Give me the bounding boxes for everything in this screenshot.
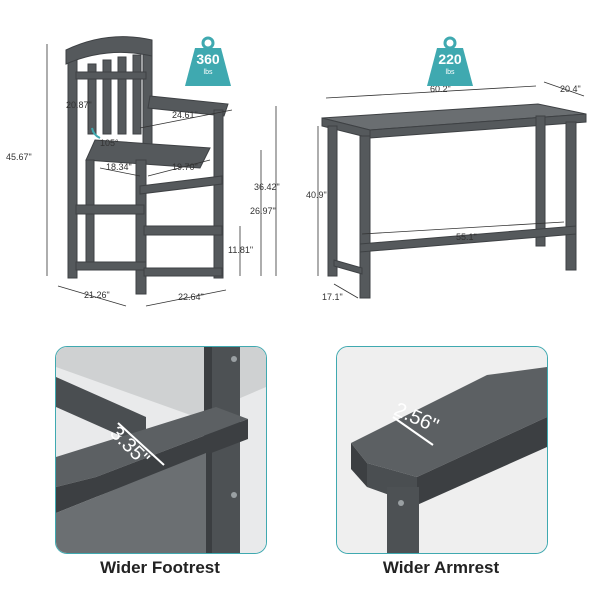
table-drawing	[317, 81, 587, 299]
table-base-depth: 17.1"	[322, 292, 343, 302]
chair-back-height: 20.87"	[66, 100, 92, 110]
chair-weight-unit: lbs	[203, 69, 213, 76]
armrest-closeup	[337, 347, 547, 553]
chair-illustration: 45.67" 20.87" 24.61" 105° 18.34" 19.70" …	[0, 0, 290, 320]
table-height: 40.9"	[306, 190, 327, 200]
table-depth: 20.4"	[560, 84, 581, 94]
table-inner-length: 55.1"	[456, 232, 477, 242]
footrest-closeup	[56, 347, 266, 553]
footrest-detail-panel: 3.35"	[55, 346, 267, 554]
chair-base-depth: 21.26"	[84, 290, 110, 300]
chair-seat-width: 19.70"	[172, 162, 198, 172]
chair-seat-depth: 18.34"	[106, 162, 132, 172]
armrest-detail-panel: 2.56"	[336, 346, 548, 554]
table-weight-value: 220	[438, 51, 462, 67]
weight-icon	[185, 36, 231, 86]
chair-overall-height: 45.67"	[6, 152, 32, 162]
chair-weight-value: 360	[196, 51, 220, 67]
chair-footrest-height: 11.81"	[228, 245, 254, 255]
weight-icon	[427, 36, 473, 86]
chair-recline-angle: 105°	[100, 138, 119, 148]
chair-seat-height-top: 36.42"	[254, 182, 280, 192]
armrest-caption: Wider Armrest	[382, 558, 500, 577]
chair-arm-width: 24.61"	[172, 110, 198, 120]
footrest-caption: Wider Footrest	[100, 558, 220, 577]
chair-seat-height: 26.97"	[250, 206, 276, 216]
table-length: 60.2"	[430, 84, 451, 94]
table-weight-badge: 220 lbs	[425, 36, 475, 88]
chair-weight-badge: 360 lbs	[183, 36, 233, 88]
chair-drawing	[46, 36, 277, 307]
table-weight-unit: lbs	[445, 69, 455, 76]
table-illustration: 60.2" 20.4" 40.9" 55.1" 17.1" 220 lbs	[300, 0, 600, 320]
chair-base-width: 22.64"	[178, 292, 204, 302]
